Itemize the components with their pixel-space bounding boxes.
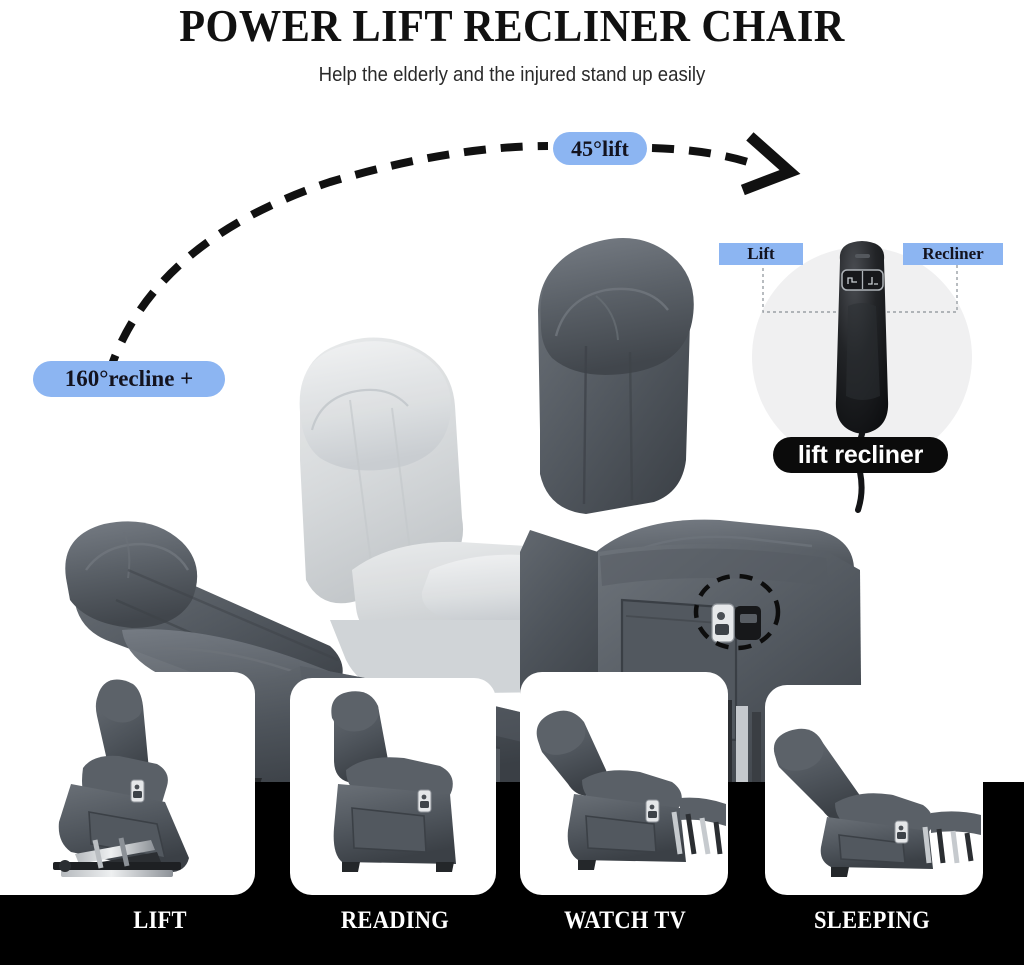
position-card-sleeping — [765, 685, 983, 895]
position-card-watch-tv — [520, 672, 728, 895]
position-card-lift — [0, 672, 255, 895]
position-label-lift: LIFT — [133, 907, 187, 934]
position-card-reading — [290, 678, 496, 895]
recline-arc-dashed-right — [651, 144, 762, 170]
remote-in-pocket — [711, 603, 761, 643]
page-title: POWER LIFT RECLINER CHAIR — [179, 0, 845, 51]
motion-arc-arrow — [104, 132, 801, 378]
thumb-chair-reading — [331, 691, 456, 872]
position-label-sleeping: SLEEPING — [814, 907, 930, 934]
remote-callout-lift-label: Lift — [719, 243, 803, 265]
badge-recline-angle: 160°recline + — [33, 361, 225, 397]
header: POWER LIFT RECLINER CHAIR Help the elder… — [0, 0, 1024, 100]
footrest-flat — [922, 811, 981, 864]
lift-button-glyph — [847, 277, 857, 284]
thumb-chair-lift — [53, 679, 189, 877]
thumb-chair-sleeping — [773, 728, 981, 877]
footrest-extended — [671, 797, 726, 855]
position-label-reading: READING — [340, 907, 450, 934]
page-subtitle: Help the elderly and the injured stand u… — [318, 64, 706, 86]
badge-lift-angle: 45°lift — [553, 132, 647, 165]
badge-remote-caption: lift recliner — [773, 437, 948, 473]
remote-highlight-circle — [693, 573, 781, 651]
remote-callout-group — [752, 241, 972, 513]
thumb-chair-watch-tv — [536, 710, 726, 870]
position-label-watch-tv: WATCH TV — [564, 907, 686, 934]
arrow-head-icon — [740, 132, 801, 196]
recliner-button-glyph — [868, 277, 878, 285]
remote-callout-recliner-label: Recliner — [903, 243, 1003, 265]
recline-arc-dashed-left — [104, 142, 549, 378]
